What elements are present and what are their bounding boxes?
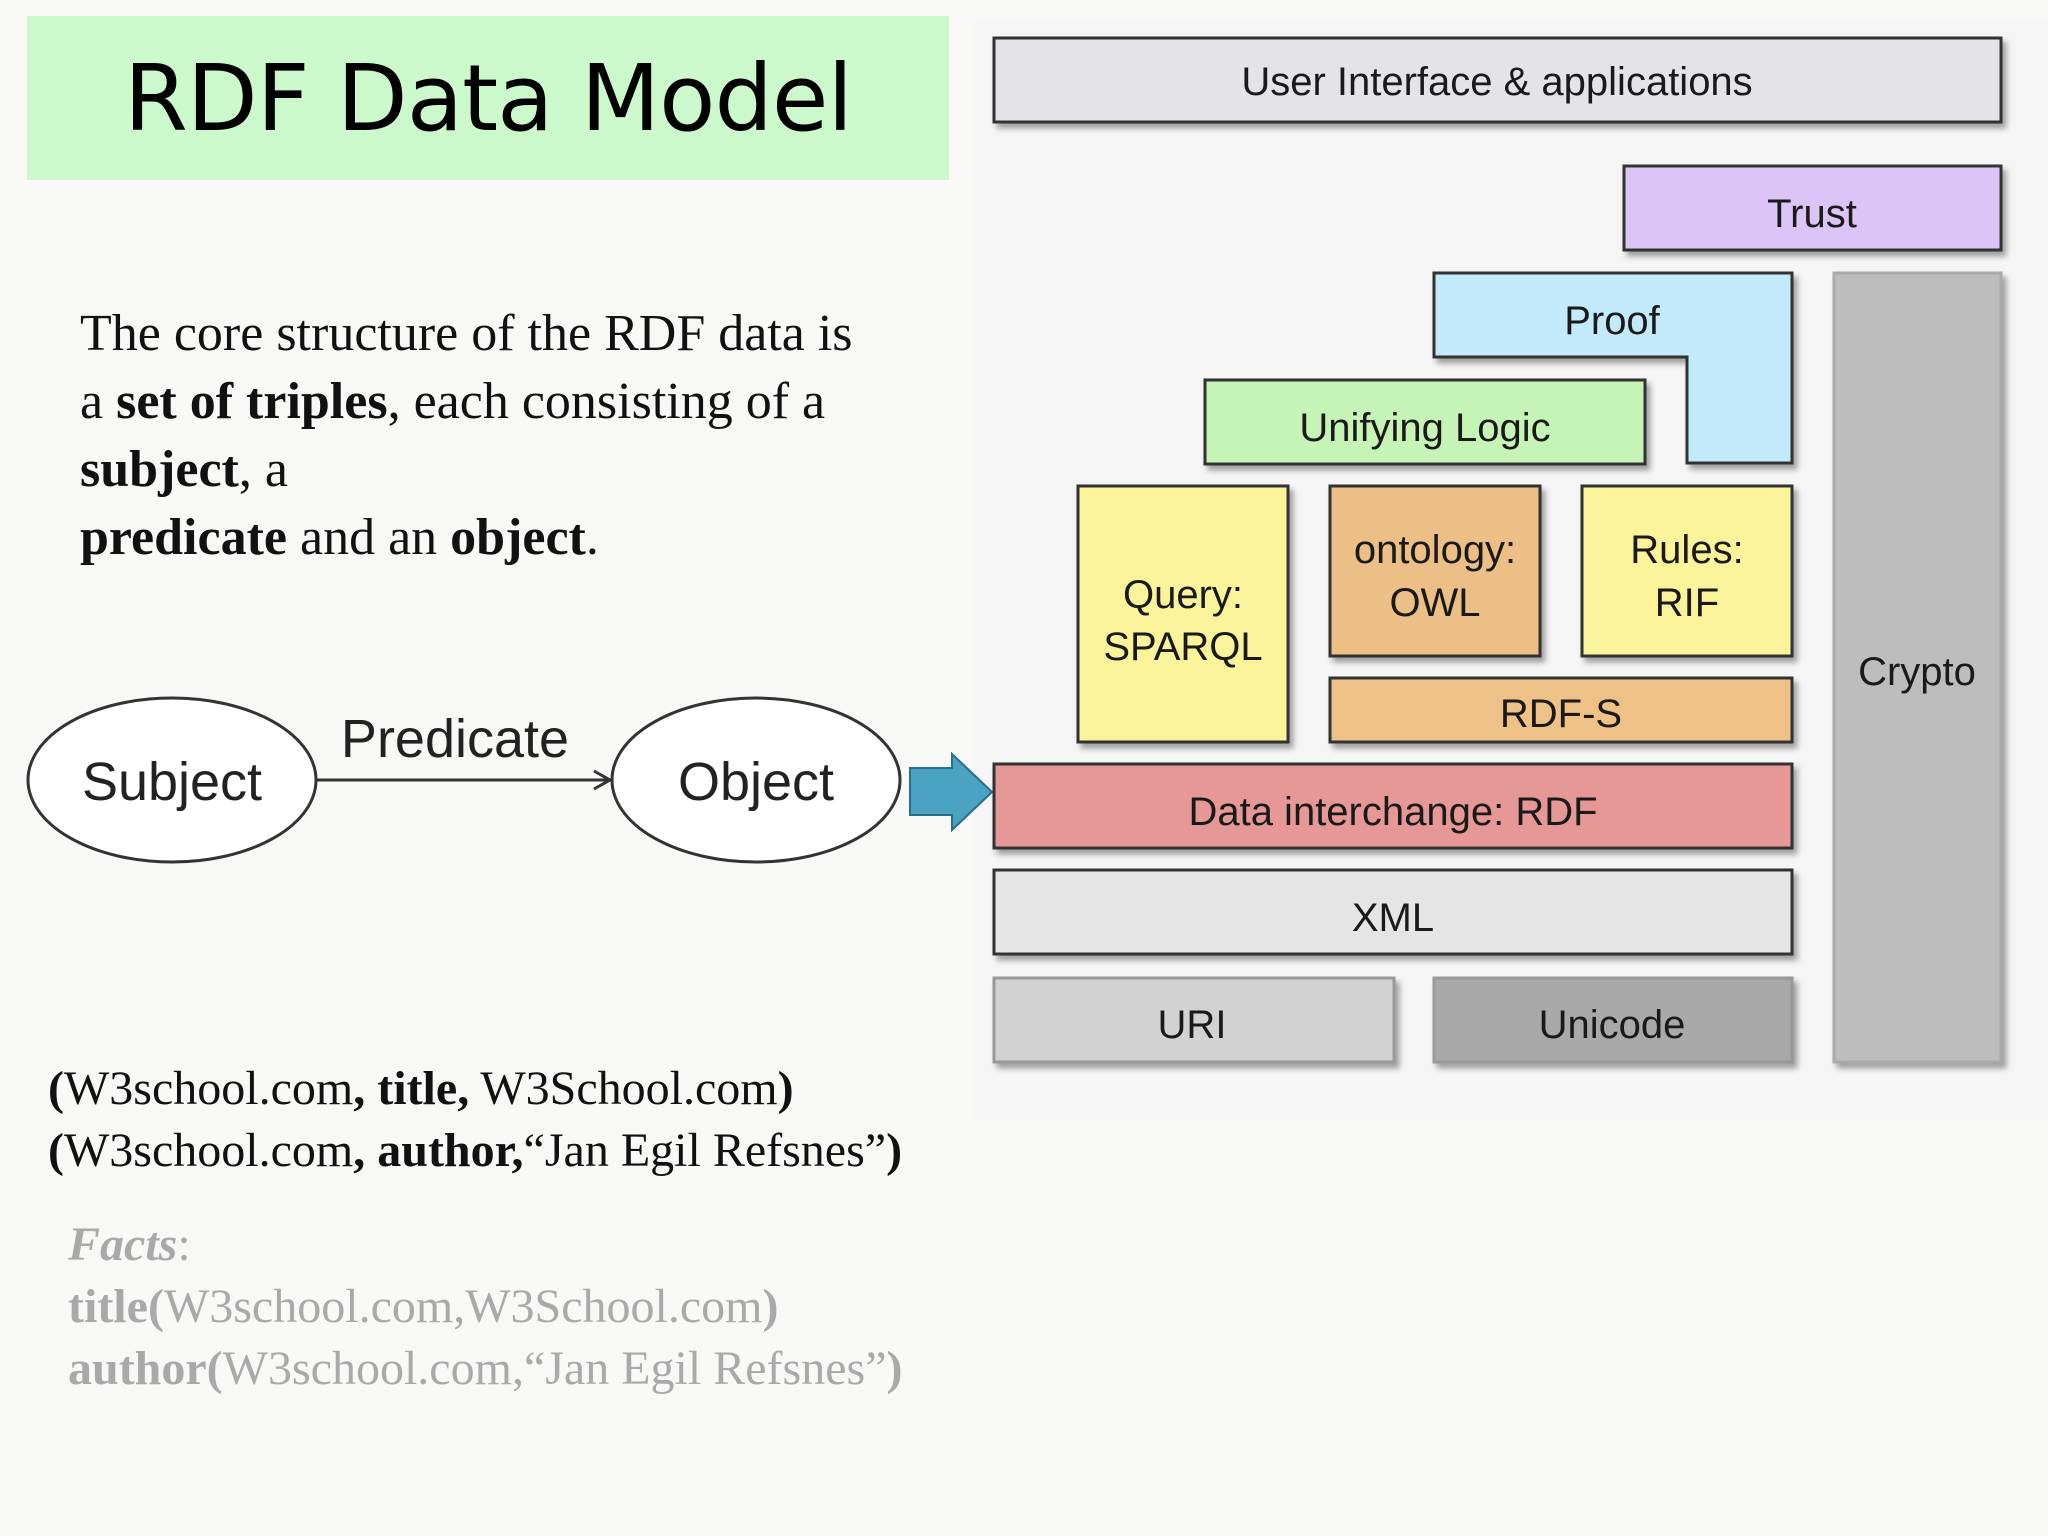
triple-subject: W3school.com xyxy=(63,1062,354,1115)
layer-crypto-label: Crypto xyxy=(1858,650,1976,694)
triple-subject: W3school.com xyxy=(63,1124,354,1177)
layer-rules-label-1: Rules: xyxy=(1630,528,1743,572)
layer-trust xyxy=(1622,164,2003,252)
triple-close-paren: ) xyxy=(886,1124,903,1177)
layer-ontology-label-1: ontology: xyxy=(1354,528,1516,572)
fact-close-paren: ) xyxy=(886,1342,903,1395)
triple-line: (W3school.com, title, W3School.com) xyxy=(48,1058,1028,1120)
object-label: Object xyxy=(678,752,834,812)
facts-block: Facts: title(W3school.com,W3School.com) … xyxy=(68,1214,1048,1400)
layer-rdfs-label: RDF-S xyxy=(1500,692,1622,736)
layer-unifying-logic xyxy=(1203,378,1647,466)
fact-close-paren: ) xyxy=(762,1280,779,1333)
layer-unicode xyxy=(1432,976,1794,1064)
layer-ui-label: User Interface & applications xyxy=(1241,60,1752,104)
triple-object: W3School.com xyxy=(469,1062,778,1115)
triple-open-paren: ( xyxy=(48,1062,64,1115)
fact-predicate: author( xyxy=(68,1342,223,1395)
predicate-label: Predicate xyxy=(341,709,569,769)
fact-args: W3school.com,W3School.com xyxy=(163,1280,763,1333)
layer-unicode-label: Unicode xyxy=(1539,1003,1686,1047)
triple-line: (W3school.com, author,“Jan Egil Refsnes”… xyxy=(48,1120,1028,1182)
facts-label: Facts xyxy=(68,1218,178,1271)
layer-rules-label-2: RIF xyxy=(1655,581,1719,625)
triple-graph: Subject Predicate Object xyxy=(26,696,902,864)
layer-proof-label: Proof xyxy=(1564,299,1660,343)
layer-rdf-label: Data interchange: RDF xyxy=(1188,790,1597,834)
layer-trust-label: Trust xyxy=(1767,192,1857,236)
triple-close-paren: ) xyxy=(777,1062,794,1115)
object-node xyxy=(610,696,902,864)
layer-unifying-logic-label: Unifying Logic xyxy=(1299,406,1550,450)
layer-ui xyxy=(992,36,2003,124)
layer-uri-label: URI xyxy=(1158,1003,1227,1047)
layer-rdfs xyxy=(1328,676,1794,744)
triple-predicate: author, xyxy=(377,1124,524,1177)
triple-predicate: title, xyxy=(377,1062,470,1115)
facts-colon: : xyxy=(177,1218,191,1271)
triples-list: (W3school.com, title, W3School.com) (W3s… xyxy=(48,1058,1028,1182)
layer-xml-label: XML xyxy=(1352,896,1434,940)
layer-query xyxy=(1076,484,1290,744)
pointer-arrow-icon xyxy=(909,751,994,833)
triple-object: “Jan Egil Refsnes” xyxy=(523,1124,887,1177)
intro-paragraph: The core structure of the RDF data is a … xyxy=(80,300,860,572)
intro-bold-set-of-triples: set of triples xyxy=(116,373,388,430)
triple-separator: , xyxy=(353,1124,378,1177)
layer-ontology-label-2: OWL xyxy=(1389,581,1480,625)
layer-xml xyxy=(992,868,1794,956)
layer-uri xyxy=(992,976,1396,1064)
intro-bold-object: object xyxy=(450,509,586,566)
intro-bold-subject: subject xyxy=(80,441,239,498)
intro-text-4: and an xyxy=(286,509,451,566)
triple-open-paren: ( xyxy=(48,1124,64,1177)
layer-query-label-2: SPARQL xyxy=(1103,625,1262,669)
fact-args: W3school.com,“Jan Egil Refsnes” xyxy=(222,1342,887,1395)
layer-rules xyxy=(1580,484,1794,658)
layer-rdf xyxy=(992,762,1794,850)
triple-separator: , xyxy=(353,1062,378,1115)
facts-heading: Facts: xyxy=(68,1214,1048,1276)
fact-line: title(W3school.com,W3School.com) xyxy=(68,1276,1048,1338)
intro-text-2: , each consisting of a xyxy=(387,373,826,430)
subject-label: Subject xyxy=(82,752,262,812)
intro-text-3: , a xyxy=(238,441,288,498)
semantic-web-stack: User Interface & applications Trust Proo… xyxy=(992,36,2003,1064)
layer-proof xyxy=(1432,271,1794,465)
layer-crypto xyxy=(1832,271,2003,1064)
fact-line: author(W3school.com,“Jan Egil Refsnes”) xyxy=(68,1338,1048,1400)
layer-query-label-1: Query: xyxy=(1123,573,1243,617)
intro-text-1: The core structure of the RDF data is a xyxy=(80,305,853,430)
intro-bold-predicate: predicate xyxy=(80,509,287,566)
fact-predicate: title( xyxy=(68,1280,164,1333)
page-title: RDF Data Model xyxy=(123,44,853,152)
layer-ontology xyxy=(1328,484,1542,658)
title-banner: RDF Data Model xyxy=(27,16,949,180)
intro-text-5: . xyxy=(585,509,599,566)
